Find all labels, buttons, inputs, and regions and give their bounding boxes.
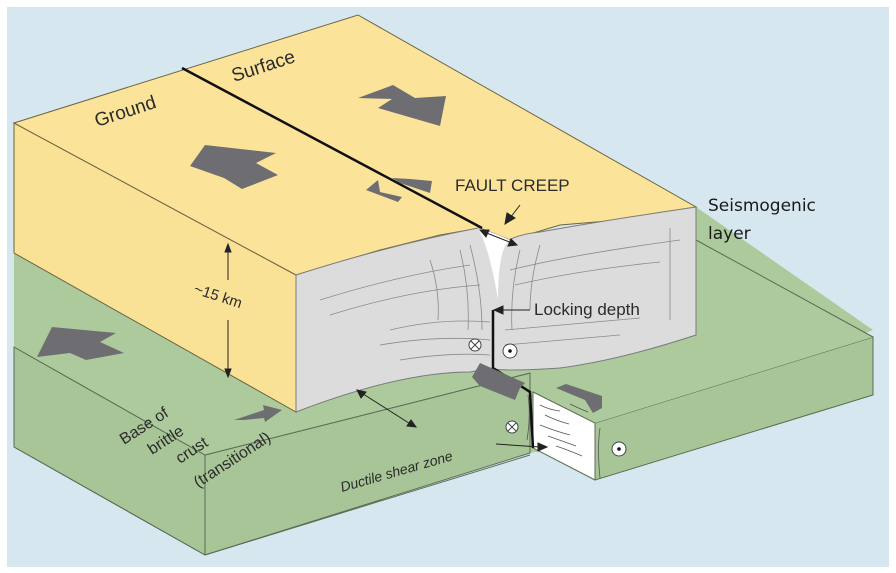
ductile-layer-top-left-strip <box>14 253 530 455</box>
slab-edge-line <box>13 446 206 556</box>
shear-zone-pointer <box>495 443 541 448</box>
label-seismogenic: Seismogenic <box>708 196 816 216</box>
depth-arrow-head-up <box>224 242 232 253</box>
slab-edge-line <box>204 454 531 556</box>
circle-dot-icon <box>502 343 518 359</box>
shear-zone-head <box>537 442 549 452</box>
circle-x-icon <box>505 420 519 434</box>
fault-gap <box>478 228 510 300</box>
creep-arrow-head-left <box>478 229 490 238</box>
locking-depth-head <box>492 305 504 315</box>
deformation-texture <box>319 228 681 361</box>
fault-sense-arrow-right <box>392 178 432 193</box>
creep-arrow-head-right <box>507 238 519 247</box>
arrow-left-block-surface <box>190 145 278 189</box>
base-arrow-head-up <box>356 389 367 399</box>
ductile-layer-right-top-face <box>540 240 873 423</box>
fault-sense-arrow-left <box>366 180 402 202</box>
slab-edge-line <box>695 239 874 338</box>
label-locking-depth: Locking depth <box>534 300 640 319</box>
label-fault-creep: FAULT CREEP <box>455 176 570 195</box>
label-layer: layer <box>708 224 751 244</box>
motion-arrows <box>37 85 602 422</box>
arrow-shear-right <box>556 384 602 413</box>
slab-edge-line <box>204 372 531 456</box>
base-thickness-arrow <box>359 391 413 426</box>
shear-zone-texture <box>526 394 601 479</box>
measurement-arrows <box>224 204 549 452</box>
circle-x-icon <box>468 338 482 352</box>
fault-trace-line <box>181 66 483 230</box>
creep-pointer-head <box>504 212 516 225</box>
slab-edge-line <box>13 346 206 456</box>
base-arrow-head-down <box>406 419 418 428</box>
depth-arrow-head-down <box>224 368 232 379</box>
arrow-base-brittle <box>234 405 282 422</box>
arrow-left-green-layer <box>37 327 124 360</box>
creep-double-arrow <box>483 231 513 244</box>
circle-dot-icon <box>611 441 627 457</box>
arrow-shear-left <box>472 363 525 400</box>
arrow-right-block-surface <box>358 85 446 126</box>
